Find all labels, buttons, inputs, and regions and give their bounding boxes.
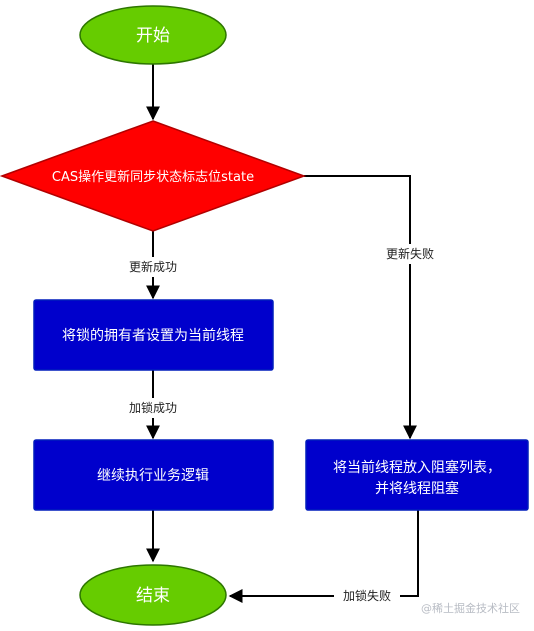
set-owner-process-node: 将锁的拥有者设置为当前线程	[33, 299, 274, 371]
edge-label-update-success: 更新成功	[129, 259, 177, 274]
continue-process-node: 继续执行业务逻辑	[33, 439, 274, 511]
edge-block-to-end	[228, 510, 419, 603]
end-node-label: 结束	[136, 586, 170, 606]
start-node: 开始	[79, 5, 227, 65]
cas-decision-label: CAS操作更新同步状态标志位state	[52, 169, 254, 185]
edge-label-update-fail: 更新失败	[386, 246, 434, 261]
cas-decision-node: CAS操作更新同步状态标志位state	[0, 120, 307, 232]
end-node: 结束	[79, 564, 227, 626]
block-thread-process-node: 将当前线程放入阻塞列表， 并将线程阻塞	[305, 439, 529, 511]
start-node-label: 开始	[136, 26, 170, 46]
edge-label-lock-success: 加锁成功	[129, 400, 177, 415]
block-thread-process-label-line1: 将当前线程放入阻塞列表，	[333, 459, 501, 476]
block-thread-process-label-line2: 并将线程阻塞	[375, 480, 459, 497]
edge-cas-to-block	[304, 175, 417, 440]
edge-label-lock-fail: 加锁失败	[343, 588, 391, 603]
continue-process-label: 继续执行业务逻辑	[97, 467, 209, 484]
set-owner-process-label: 将锁的拥有者设置为当前线程	[62, 327, 244, 344]
watermark-text: @稀土掘金技术社区	[421, 601, 520, 615]
